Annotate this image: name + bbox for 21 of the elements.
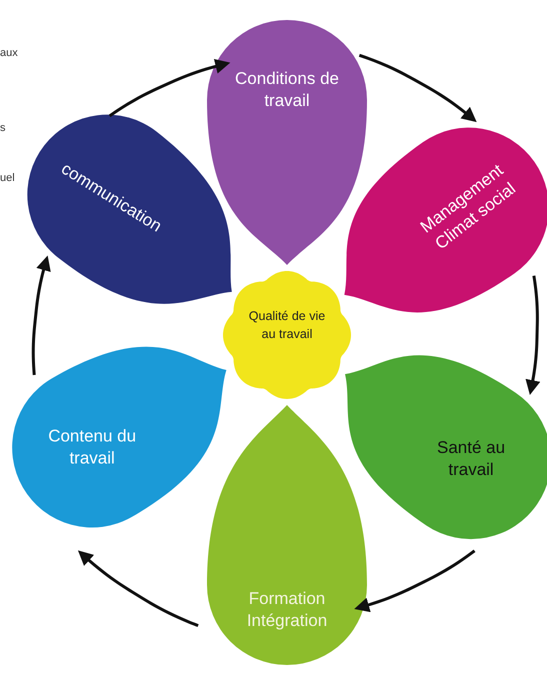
petal-label: Contenu du travail: [47, 425, 138, 470]
curved-arrow: [354, 550, 476, 612]
petal-shape: [345, 355, 547, 540]
petal-shape: [207, 405, 367, 665]
curved-arrow: [108, 59, 230, 118]
petal-shape: [12, 346, 226, 528]
cut-off-text: s: [0, 122, 6, 134]
cut-off-text: aux: [0, 47, 18, 59]
petal-shape: [207, 20, 367, 265]
cut-off-text: uel: [0, 172, 15, 184]
curved-arrow: [78, 550, 199, 628]
center-label: Qualité de vie au travail: [248, 308, 326, 344]
petal-label: Santé au travail: [436, 437, 506, 482]
petal-label: Conditions de travail: [234, 68, 340, 112]
flower-center: [222, 270, 352, 400]
petal-shape: [344, 128, 547, 312]
curved-arrow: [32, 256, 51, 376]
curved-arrow: [358, 54, 477, 122]
petal-label: Formation Intégration: [246, 588, 328, 632]
curved-arrow: [526, 276, 540, 395]
petal-shape: [27, 114, 232, 304]
